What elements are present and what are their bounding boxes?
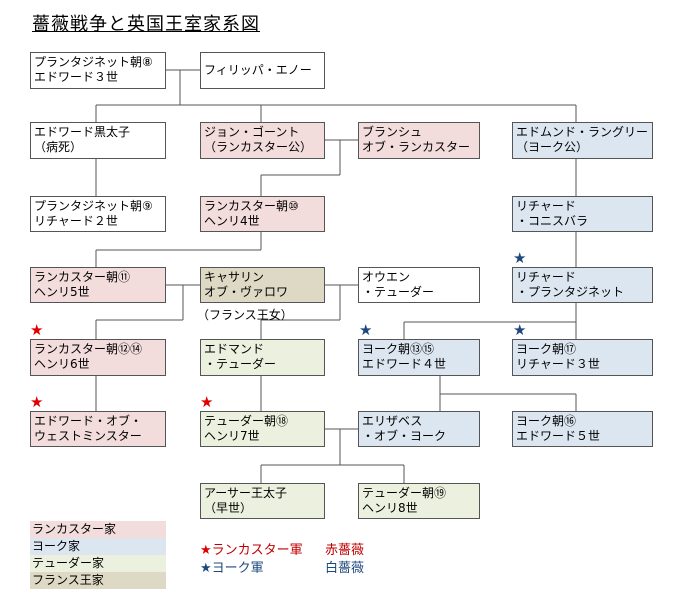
person-john-gaunt: ジョン・ゴーント（ランカスター公） bbox=[200, 122, 325, 159]
person-edmund-tudor: エドマンド・テューダー bbox=[200, 339, 325, 376]
york-star-icon: ★ bbox=[513, 321, 527, 339]
person-owen-tudor: オウエン・テューダー bbox=[358, 267, 480, 303]
person-richard-plantagenet: リチャード・プランタジネット bbox=[512, 267, 653, 303]
person-arthur: アーサー王太子（早世） bbox=[200, 483, 325, 519]
york-star-icon: ★ bbox=[200, 561, 212, 576]
legend-york-army: ★ヨーク軍 bbox=[200, 561, 264, 576]
legend-tudor-house: テューダー家 bbox=[30, 555, 166, 572]
york-star-icon: ★ bbox=[513, 249, 527, 267]
lancaster-star-icon: ★ bbox=[200, 393, 214, 411]
lancaster-star-icon: ★ bbox=[200, 543, 212, 558]
legend-lancaster-house: ランカスター家 bbox=[30, 521, 166, 538]
catherine-note: （フランス王女） bbox=[197, 308, 293, 322]
person-catherine: キャサリンオブ・ヴァロワ bbox=[200, 267, 325, 303]
legend-lancaster-army: ★ランカスター軍 bbox=[200, 543, 303, 558]
person-richard-conisburgh: リチャード・コニスバラ bbox=[512, 196, 653, 232]
person-elizabeth-york: エリザベス・オブ・ヨーク bbox=[358, 411, 480, 447]
person-philippa: フィリッパ・エノー bbox=[200, 52, 325, 89]
legend-france-house: フランス王家 bbox=[30, 572, 166, 589]
page-title: 薔薇戦争と英国王室家系図 bbox=[32, 14, 260, 35]
lancaster-star-icon: ★ bbox=[30, 393, 44, 411]
legend-white-rose: 白薔薇 bbox=[325, 561, 365, 576]
legend-red-rose: 赤薔薇 bbox=[325, 543, 365, 558]
person-edmund-langley: エドムンド・ラングリー（ヨーク公） bbox=[512, 122, 653, 159]
legend-york-house: ヨーク家 bbox=[30, 538, 166, 555]
person-black-prince: エドワード黒太子（病死） bbox=[30, 122, 166, 159]
york-star-icon: ★ bbox=[359, 321, 373, 339]
person-edward-westminster: エドワード・オブ・ウェストミンスター bbox=[30, 411, 166, 447]
lancaster-star-icon: ★ bbox=[30, 321, 44, 339]
person-blanche: ブランシュオブ・ランカスター bbox=[358, 122, 480, 159]
